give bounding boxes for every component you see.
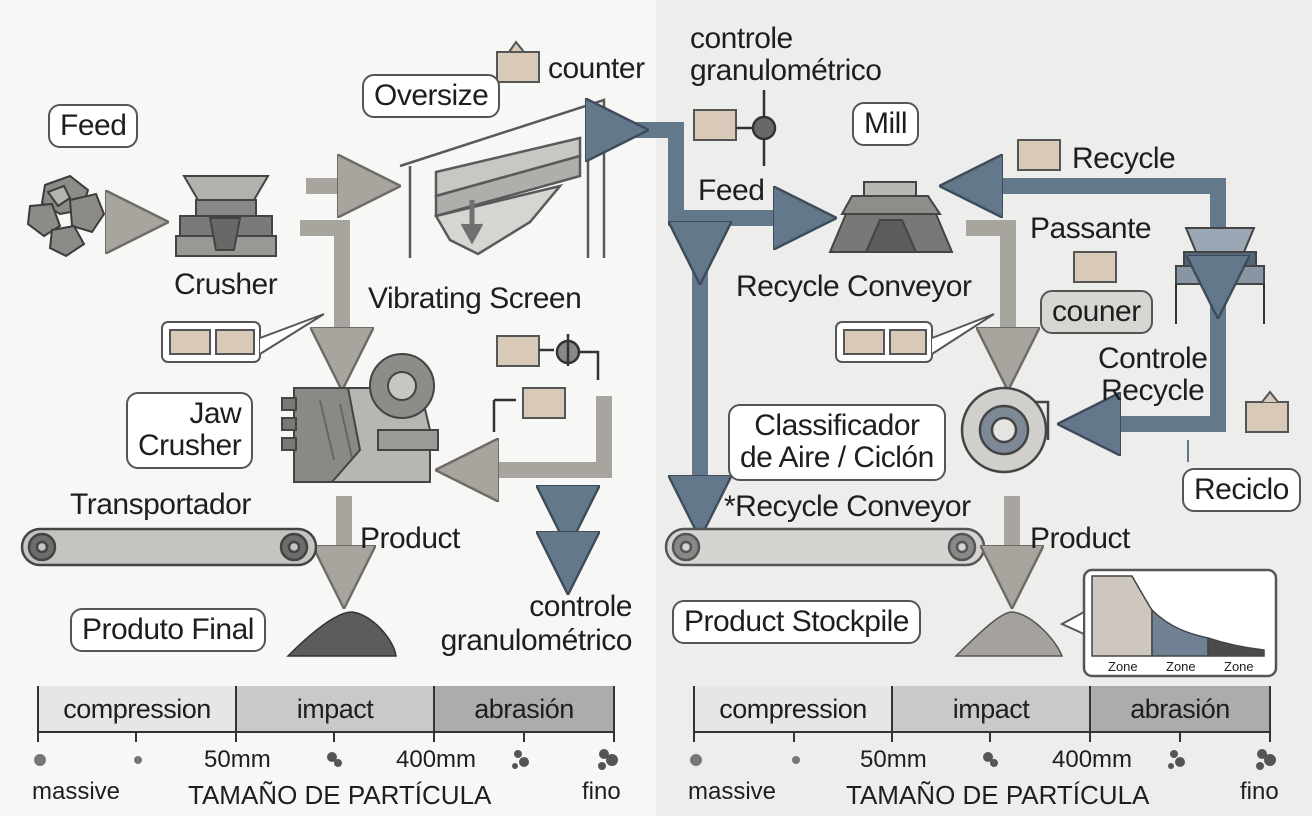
transportador-label: Transportador	[70, 488, 251, 521]
scale-left-mark-50mm: 50mm	[204, 746, 271, 773]
mill-icon	[828, 181, 954, 253]
controle-label-right: controle granulométrico	[690, 22, 882, 87]
scale-right-mark-400mm: 400mm	[1052, 746, 1133, 773]
recycle-sensor-icon	[1017, 139, 1061, 171]
arrow-controle-recycle	[1086, 290, 1218, 424]
scale-left-axis-title: TAMAÑO DE PARTÍCULA	[188, 780, 492, 810]
scale-left-mark-400mm: 400mm	[396, 746, 477, 773]
arrow-screen-to-jaw-crusher	[300, 220, 342, 362]
zone-label-3: Zone	[1224, 659, 1254, 674]
passante-label: Passante	[1030, 212, 1152, 245]
arrow-feed-to-mill	[620, 130, 808, 218]
scale-right-massive: massive	[688, 778, 777, 805]
air-classifier-icon	[960, 386, 1050, 474]
product-stockpile-bubble: Product Stockpile	[672, 600, 921, 645]
oversize-bubble: Oversize	[362, 74, 501, 119]
jaw-crusher-line1: Jaw	[189, 397, 242, 430]
zone-label-1: Zone	[1108, 659, 1138, 674]
scale-right-fino: fino	[1240, 778, 1279, 805]
scale-left-massive: massive	[32, 778, 121, 805]
jaw-crusher-icon	[281, 353, 439, 483]
arrow-mill-to-classifier	[966, 220, 1008, 362]
scale-left-abrasion: abrasión	[474, 693, 574, 724]
zone-label-2: Zone	[1166, 659, 1196, 674]
jaw-crusher-bubble: Jaw Crusher	[126, 392, 254, 469]
arrow-return-to-jaw-crusher	[464, 396, 612, 470]
reciclo-sensor-tab	[1261, 390, 1279, 403]
scale-right-compression: compression	[719, 693, 867, 724]
control-loop-icon	[492, 334, 600, 432]
reciclo-bubble: Reciclo	[1182, 468, 1301, 513]
controle-sensor-right-icon	[693, 90, 777, 166]
feed-bubble: Feed	[48, 104, 139, 149]
vibrating-screen-icon	[399, 98, 606, 258]
controle-right-line1: controle	[690, 22, 793, 55]
controle-recycle-line2: Recycle	[1101, 374, 1205, 407]
scale-right-abrasion: abrasión	[1130, 693, 1230, 724]
scale-right-mark-50mm: 50mm	[860, 746, 927, 773]
scale-left-compression: compression	[63, 693, 211, 724]
scale-right-impact: impact	[952, 693, 1030, 724]
feed-label-right: Feed	[698, 174, 765, 207]
mill-bubble: Mill	[852, 102, 919, 147]
instrument-panel-icon	[161, 313, 325, 363]
jaw-crusher-line2: Crusher	[138, 429, 242, 463]
vibrating-screen-label: Vibrating Screen	[368, 282, 582, 315]
reciclo-sensor-icon	[1245, 401, 1289, 433]
scale-left	[34, 686, 618, 770]
recycle-conveyor-label: Recycle Conveyor	[736, 270, 972, 303]
couner-bubble: couner	[1040, 290, 1153, 335]
product-label-left: Product	[360, 522, 460, 555]
transportador-conveyor-icon	[20, 527, 318, 567]
controle-left-line2: granulométrico	[440, 624, 633, 657]
product-stockpile-pile-icon	[954, 611, 1064, 657]
scale-left-impact: impact	[296, 693, 374, 724]
recycle-conveyor-icon	[664, 527, 986, 567]
counter-sensor-icon	[496, 40, 540, 83]
controle-label-left: controle granulométrico	[432, 590, 633, 657]
arrow-recycle-to-mill	[968, 186, 1226, 228]
instrument-panel-right-icon	[835, 313, 995, 363]
scale-right	[690, 686, 1276, 770]
product-label-right: Product	[1030, 522, 1130, 555]
controle-right-line2: granulométrico	[690, 54, 882, 87]
controle-recycle-label: Controle Recycle	[1098, 342, 1208, 407]
produto-final-pile-icon	[286, 611, 397, 657]
classificador-line1: Classificador	[754, 409, 920, 442]
scale-left-fino: fino	[582, 778, 621, 805]
controle-left-line1: controle	[529, 590, 632, 623]
classificador-line2: de Aire / Ciclón	[740, 441, 934, 475]
produto-final-bubble: Produto Final	[70, 608, 266, 653]
crusher-icon	[175, 175, 277, 257]
counter-label: counter	[548, 52, 645, 85]
recycle-conveyor-star-label: *Recycle Conveyor	[724, 490, 971, 523]
classificador-bubble: Classificador de Aire / Ciclón	[728, 404, 946, 481]
feed-rocks-icon	[26, 174, 106, 258]
controle-recycle-line1: Controle	[1098, 342, 1208, 375]
recycle-label: Recycle	[1072, 142, 1176, 175]
passante-sensor-icon	[1073, 251, 1117, 283]
crusher-label: Crusher	[174, 268, 278, 301]
zone-chart-icon	[1059, 568, 1278, 678]
scale-right-axis-title: TAMAÑO DE PARTÍCULA	[846, 780, 1150, 810]
